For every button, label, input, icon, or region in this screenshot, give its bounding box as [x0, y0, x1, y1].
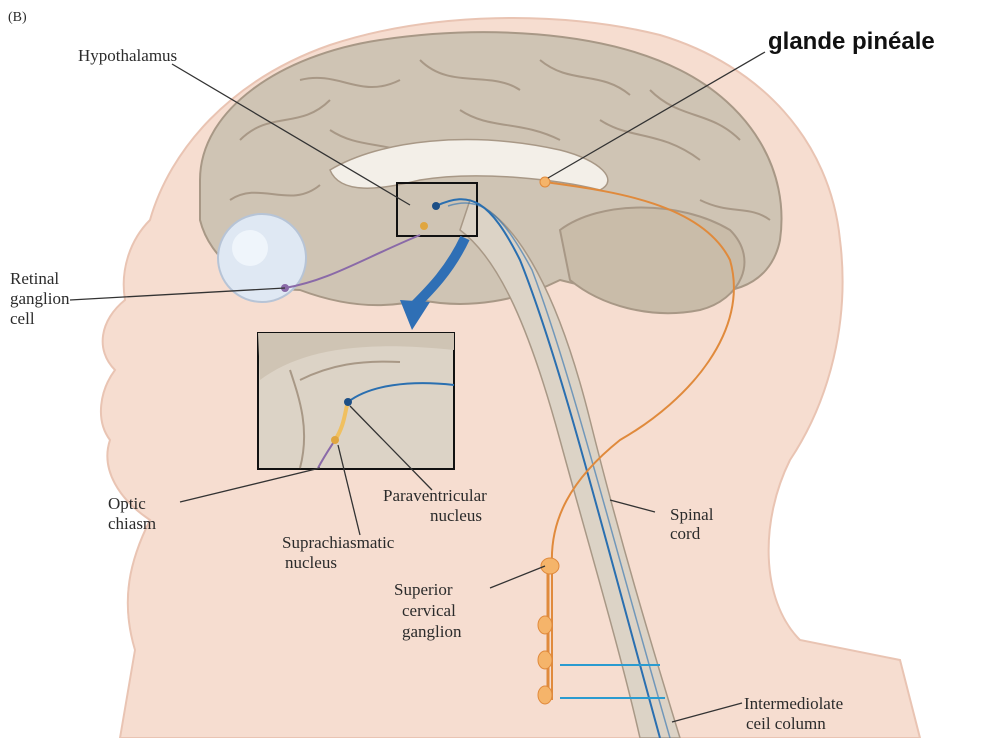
- label-pineal-gland: glande pinéale: [768, 28, 935, 56]
- panel-letter: (B): [8, 8, 27, 28]
- label-hypothalamus: Hypothalamus: [78, 46, 177, 66]
